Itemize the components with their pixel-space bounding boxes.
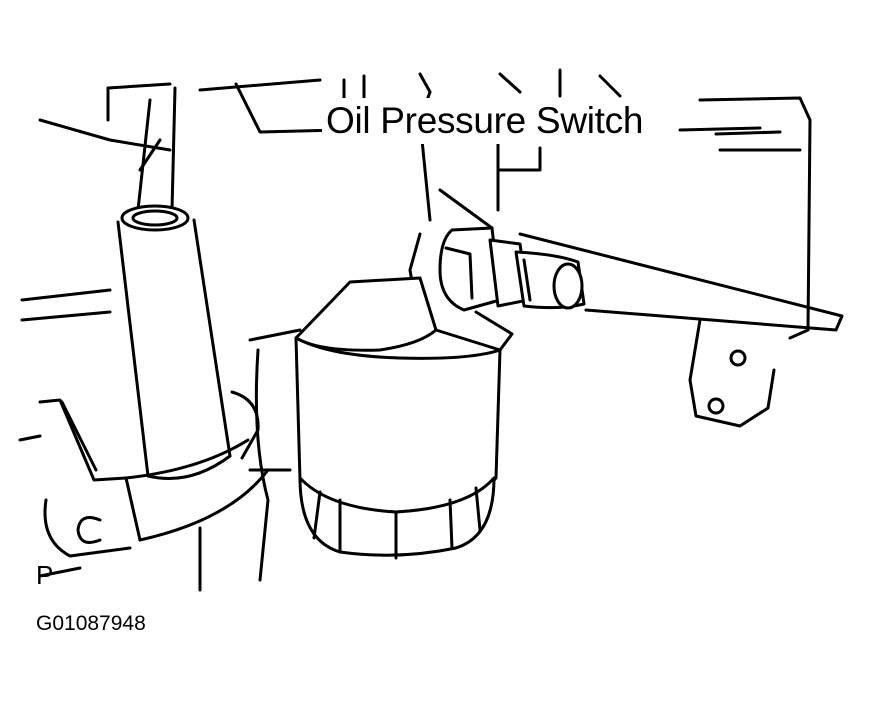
switch-bracket-arm [518,232,844,428]
engine-block-bracket [18,348,270,592]
view-letter: P [36,560,54,590]
figure-id: G01087948 [36,612,146,635]
oil-pressure-switch-label: Oil Pressure Switch [322,98,648,144]
callout-leader [342,68,782,136]
dipstick-tube [116,86,260,480]
oil-pressure-switch [438,226,586,312]
oil-filter [294,276,514,560]
